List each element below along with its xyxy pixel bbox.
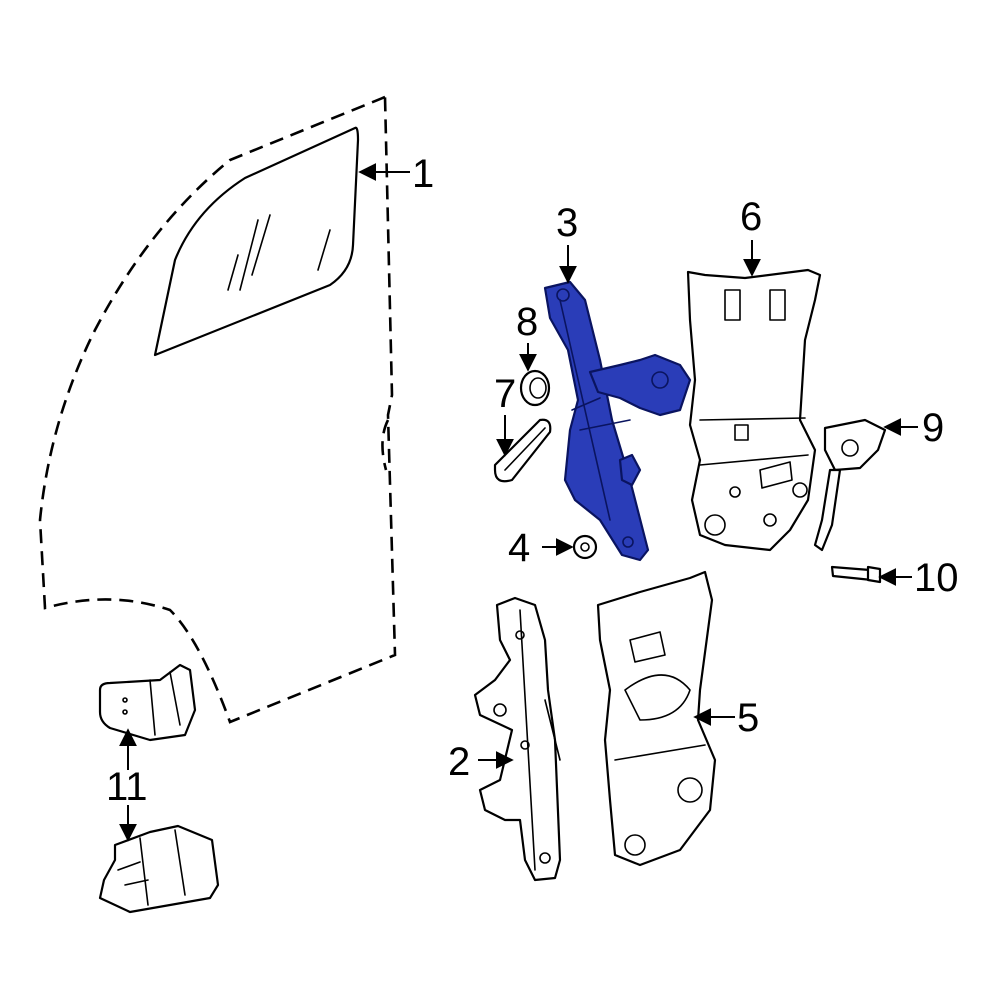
callout-9: 9 — [922, 406, 944, 450]
door-shell — [38, 95, 397, 724]
callout-10: 10 — [914, 556, 959, 600]
callout-8: 8 — [516, 300, 538, 344]
motor-9 — [813, 418, 887, 552]
callout-5: 5 — [737, 696, 759, 740]
door-glass — [153, 126, 360, 357]
carrier-plate — [686, 268, 822, 552]
callout-3: 3 — [556, 201, 578, 245]
window-regulator-highlighted — [543, 280, 692, 562]
upper-hinge — [98, 663, 197, 742]
callout-7: 7 — [494, 372, 516, 416]
callout-4: 4 — [508, 526, 530, 570]
grommet-8 — [519, 369, 551, 407]
handle-7 — [493, 418, 552, 483]
callout-labels: 1 2 3 4 5 6 7 8 9 10 11 — [106, 152, 959, 809]
callout-2: 2 — [448, 740, 470, 784]
bolt-10 — [830, 565, 882, 584]
callout-6: 6 — [740, 195, 762, 239]
leader-lines — [119, 163, 918, 842]
inner-panel-5 — [596, 570, 717, 867]
callout-11: 11 — [106, 765, 148, 809]
lower-hinge — [98, 824, 220, 914]
callout-1: 1 — [412, 152, 434, 196]
regulator-track-2 — [473, 596, 562, 882]
nut-4 — [572, 534, 598, 560]
